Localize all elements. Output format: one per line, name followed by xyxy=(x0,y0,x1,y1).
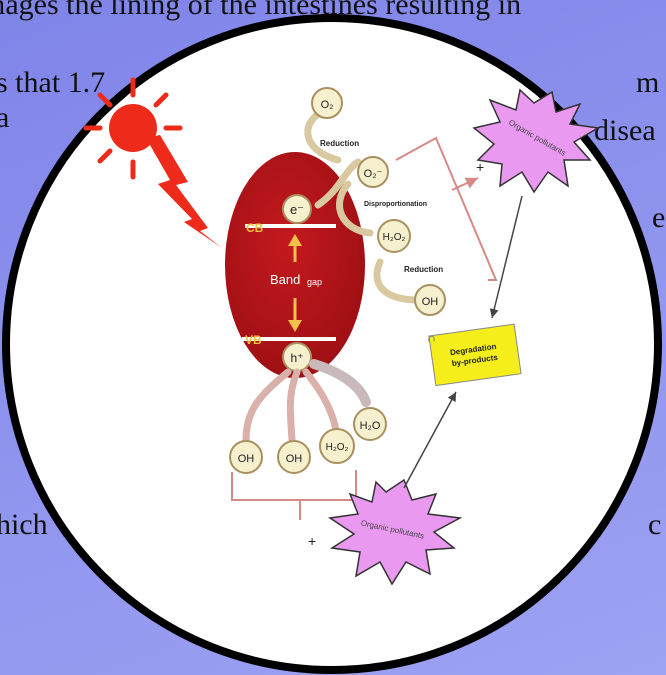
h2o-label: H₂O xyxy=(360,420,381,432)
oh-bubble-1: OH xyxy=(230,441,262,473)
plus-bottom: + xyxy=(308,533,316,549)
electron-label: e⁻ xyxy=(290,202,304,217)
oh-top-bubble: OH xyxy=(415,285,445,315)
superoxide-label: O₂⁻ xyxy=(364,168,383,180)
reduction-label-1: Reduction xyxy=(320,139,359,148)
band-gap-sub: gap xyxy=(307,277,322,287)
h2o2-top-bubble: H₂O₂ xyxy=(378,220,410,252)
hole-bubble: h⁺ xyxy=(283,343,311,371)
band-gap-main: Band xyxy=(270,272,300,287)
reduction-label-2: Reduction xyxy=(404,265,443,274)
h2o2-top-label: H₂O₂ xyxy=(383,232,406,243)
oh-label-1: OH xyxy=(238,453,255,465)
hole-label: h⁺ xyxy=(290,351,303,365)
h2o2-bottom-label: H₂O₂ xyxy=(326,442,349,453)
o2-label: O₂ xyxy=(321,99,334,111)
vb-label: VB xyxy=(245,333,262,347)
oh-bubble-2: OH xyxy=(278,441,310,473)
superoxide-bubble: O₂⁻ xyxy=(358,157,388,187)
h2o2-bottom-bubble: H₂O₂ xyxy=(320,429,354,463)
o2-bubble: O₂ xyxy=(312,88,342,118)
h2o-bubble: H₂O xyxy=(354,408,386,440)
electron-bubble: e⁻ xyxy=(283,195,311,223)
disproportionation-label: Disproportionation xyxy=(364,201,427,208)
oh-label-2: OH xyxy=(286,453,303,465)
oh-top-label: OH xyxy=(422,296,439,308)
cb-label: CB xyxy=(246,221,264,235)
